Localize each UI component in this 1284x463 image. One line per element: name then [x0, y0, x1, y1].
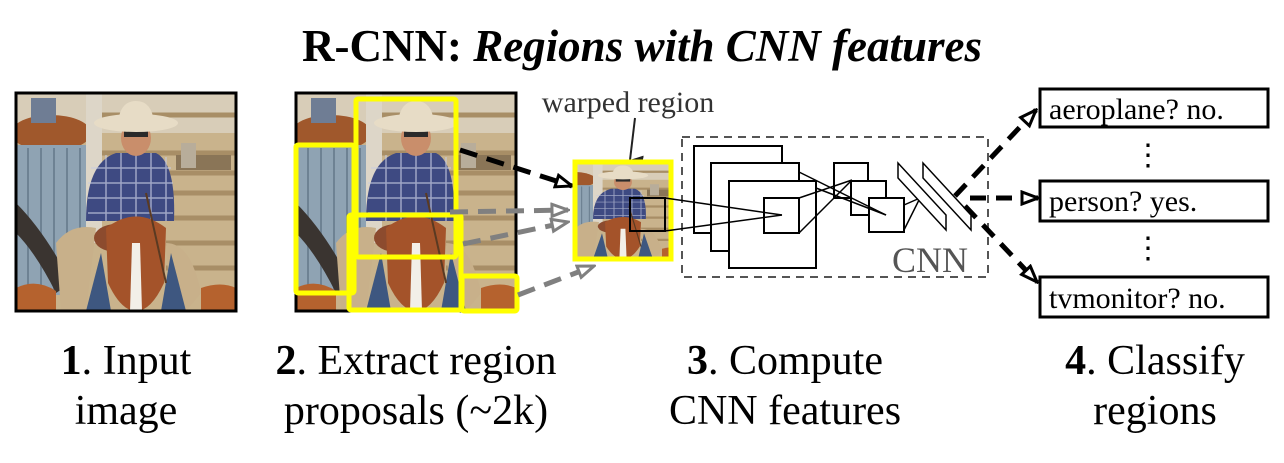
cnn-label: CNN — [892, 240, 968, 280]
step-3-caption: 3. Compute CNN features — [650, 336, 920, 436]
classification-aeroplane: aeroplane? no. — [1038, 87, 1270, 129]
step-2-caption: 2. Extract region proposals (~2k) — [246, 336, 586, 436]
proposal-box-gate — [293, 142, 357, 296]
step-2-line2: proposals (~2k) — [283, 388, 549, 434]
class-label-person: person? yes. — [1049, 185, 1197, 218]
classification-person: person? yes. — [1038, 179, 1270, 223]
diagram-title: R-CNN: Regions with CNN features — [0, 18, 1284, 74]
step-2-line1: . Extract region — [296, 338, 557, 384]
step-1-caption: 1. Input image — [16, 336, 236, 436]
arrow-to-aeroplane — [953, 110, 1036, 198]
warped-region-pointer — [629, 117, 644, 168]
conv-layer-1-maps — [693, 145, 817, 269]
classification-arrows — [953, 110, 1038, 282]
ellipsis-2: ⋮ — [1133, 232, 1163, 265]
region-proposal-boxes — [293, 96, 520, 314]
step-4-caption: 4. Classify regions — [1030, 336, 1280, 436]
step-3-line2: CNN features — [668, 388, 902, 434]
step-4-line2: regions — [1093, 388, 1217, 434]
step-1-number: 1 — [60, 338, 82, 384]
class-label-aeroplane: aeroplane? no. — [1049, 93, 1224, 126]
cnn-connection-lines — [664, 171, 921, 234]
input-image-border — [14, 91, 238, 313]
proposal-box-corner — [459, 273, 520, 314]
input-image — [14, 91, 238, 313]
receptive-field-box — [629, 197, 666, 232]
arrow-warp-gray-2 — [462, 222, 568, 247]
ellipsis-1: ⋮ — [1133, 139, 1163, 172]
arrow-warp-gray-1 — [449, 210, 568, 212]
warped-region-label: warped region — [542, 86, 714, 119]
step-1-line1: . Input — [81, 338, 192, 384]
class-label-tvmonitor: tvmonitor? no. — [1049, 282, 1226, 315]
proposal-box-horse — [346, 212, 464, 313]
arrow-warp-gray-3 — [517, 263, 594, 298]
title-prefix: R-CNN: — [301, 21, 462, 71]
conv-kernel-box — [763, 197, 800, 234]
arrow-to-tvmonitor — [963, 204, 1037, 282]
step-4-number: 4 — [1065, 338, 1087, 384]
conv-layer-2-maps — [833, 162, 905, 233]
classification-tvmonitor: tvmonitor? no. — [1038, 275, 1270, 319]
fc-layers — [897, 161, 972, 232]
proposal-to-warp-arrows — [449, 147, 594, 298]
warped-region — [572, 159, 674, 262]
arrow-warp-primary — [459, 147, 572, 186]
step-2-number: 2 — [275, 338, 297, 384]
step-1-line2: image — [74, 388, 178, 434]
step-4-line1: . Classify — [1086, 338, 1245, 384]
step-3-line1: . Compute — [708, 338, 883, 384]
step-3-number: 3 — [687, 338, 708, 384]
warped-region-border — [572, 159, 674, 262]
title-suffix: Regions with CNN features — [473, 21, 983, 71]
cnn-block: CNN — [664, 136, 989, 280]
